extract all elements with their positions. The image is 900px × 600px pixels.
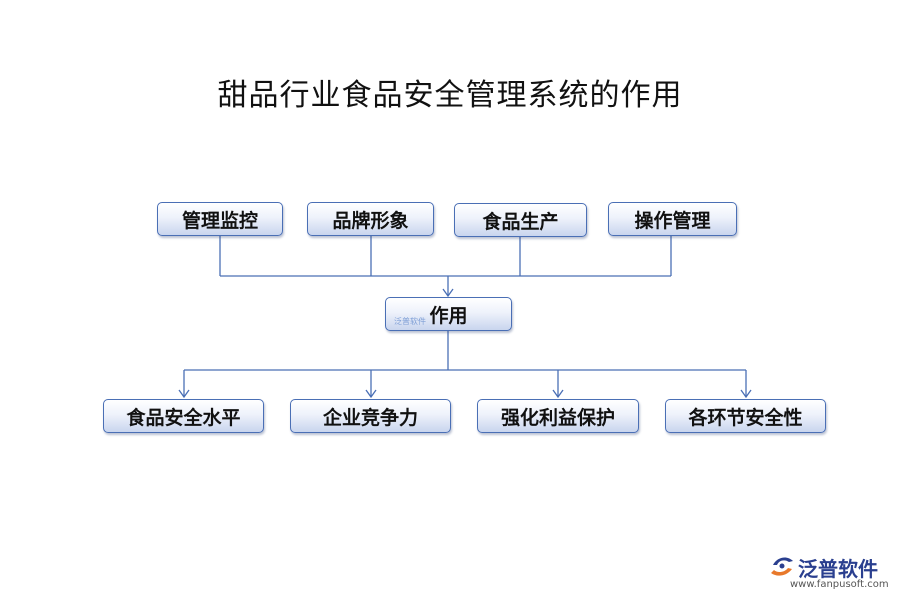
- arrow-head-bottom-4: [740, 389, 752, 399]
- node-bottom-1: 食品安全水平: [103, 399, 264, 433]
- node-top-4: 操作管理: [608, 202, 737, 236]
- node-top-2: 品牌形象: [307, 202, 434, 236]
- node-bottom-2: 企业竞争力: [290, 399, 451, 433]
- diagram-title: 甜品行业食品安全管理系统的作用: [217, 78, 683, 113]
- node-bottom-3: 强化利益保护: [477, 399, 639, 433]
- center-watermark: 泛普软件: [394, 317, 426, 326]
- node-center: 作用: [385, 297, 512, 331]
- arrow-head-bottom-2: [365, 389, 377, 399]
- arrow-head-bottom-3: [552, 389, 564, 399]
- logo-name: 泛普软件: [798, 557, 878, 581]
- logo-icon: [771, 557, 793, 576]
- brand-logo: 泛普软件 www.fanpusoft.com: [768, 553, 892, 595]
- node-top-1: 管理监控: [157, 202, 283, 236]
- node-bottom-4: 各环节安全性: [665, 399, 826, 433]
- arrow-head-center: [442, 288, 454, 298]
- arrow-head-bottom-1: [178, 389, 190, 399]
- logo-url: www.fanpusoft.com: [790, 579, 889, 590]
- node-top-3: 食品生产: [454, 203, 587, 237]
